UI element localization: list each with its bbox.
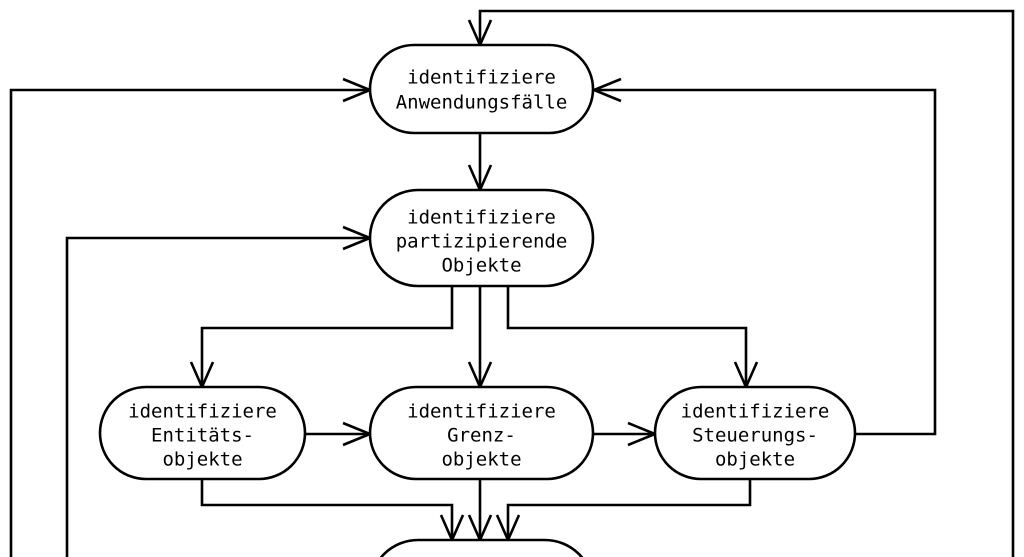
edge-feedback-outer-left	[9, 77, 374, 557]
node-grenzobjekte-shape	[368, 385, 595, 481]
node-partizipierende-objekte-line3: Objekte	[441, 255, 521, 277]
edge-anwendungsfaelle-to-partizipierende	[467, 133, 493, 194]
node-anwendungsfaelle[interactable]: identifiziere Anwendungsfälle	[368, 43, 595, 135]
node-anwendungsfaelle-shape	[368, 43, 595, 135]
node-anwendungsfaelle-line1: identifiziere	[407, 67, 556, 89]
node-bottom-partial[interactable]	[370, 538, 593, 557]
node-partizipierende-objekte-line2: partizipierende	[396, 231, 568, 253]
node-grenzobjekte-line3: objekte	[441, 449, 521, 471]
edge-entitaets-to-bottom	[200, 478, 465, 544]
edge-feedback-steuerungs-to-anwendungsfaelle	[590, 77, 937, 436]
node-grenzobjekte[interactable]: identifiziere Grenz- objekte	[368, 385, 595, 481]
node-steuerungsobjekte-shape	[653, 385, 857, 481]
edge-grenz-to-steuerungs	[593, 421, 659, 447]
node-grenzobjekte-line2: Grenz-	[447, 425, 516, 447]
node-steuerungsobjekte-line2: Steuerungs-	[692, 425, 818, 447]
node-entitaetsobjekte-shape	[98, 385, 307, 481]
node-entitaetsobjekte-line1: identifiziere	[128, 401, 277, 423]
node-steuerungsobjekte-line3: objekte	[715, 449, 795, 471]
node-bottom-partial-shape	[379, 538, 584, 557]
node-grenzobjekte-line1: identifiziere	[407, 401, 556, 423]
node-steuerungsobjekte-line1: identifiziere	[681, 401, 830, 423]
node-partizipierende-objekte-shape	[368, 188, 595, 288]
edge-partizipierende-to-steuerungs	[506, 286, 759, 391]
edge-partizipierende-to-grenz	[467, 286, 493, 391]
node-partizipierende-objekte-line1: identifiziere	[407, 207, 556, 229]
edge-layer	[9, 9, 1015, 557]
edge-partizipierende-to-entitaets	[189, 286, 454, 391]
edge-steuerungs-to-bottom	[495, 478, 752, 544]
node-anwendungsfaelle-line2: Anwendungsfälle	[396, 92, 568, 114]
edge-entitaets-to-grenz	[305, 421, 374, 447]
edge-grenz-to-bottom	[467, 478, 493, 544]
node-steuerungsobjekte[interactable]: identifiziere Steuerungs- objekte	[653, 385, 857, 481]
node-entitaetsobjekte-line3: objekte	[162, 449, 242, 471]
node-entitaetsobjekte-line2: Entitäts-	[151, 425, 254, 447]
node-entitaetsobjekte[interactable]: identifiziere Entitäts- objekte	[98, 385, 307, 481]
node-partizipierende-objekte[interactable]: identifiziere partizipierende Objekte	[368, 188, 595, 288]
